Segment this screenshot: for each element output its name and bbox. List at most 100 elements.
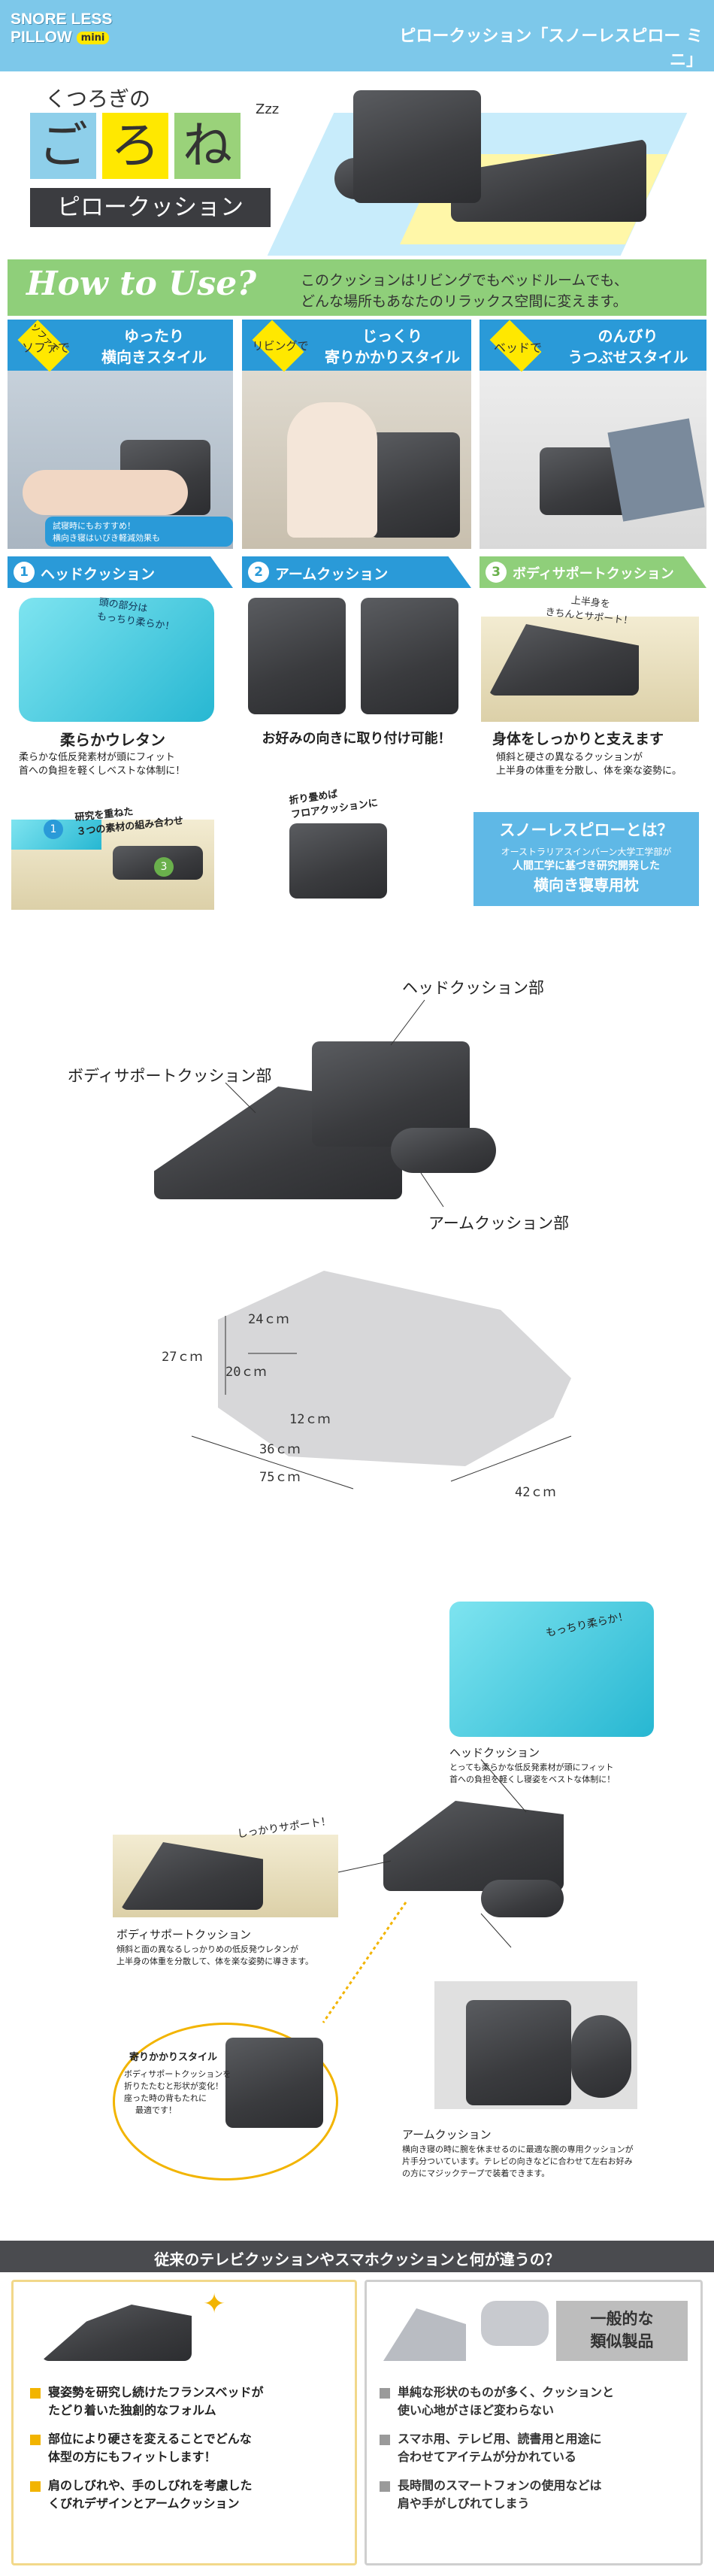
feature-lean-desc-4: 最適です！ xyxy=(135,2105,177,2115)
feature-head-desc-1: とっても柔らかな低反発素材が頭にフィット xyxy=(449,1762,614,1772)
ours-bullet-1 xyxy=(30,2387,41,2399)
feature-lean-desc-3: 座った時の背もたれに xyxy=(124,2093,207,2103)
general-badge-1: 一般的な xyxy=(590,2310,654,2328)
arm-cushion-left xyxy=(248,598,346,714)
hero-char-3: ね xyxy=(174,113,241,179)
part-num-1: 1 xyxy=(14,562,35,583)
others-3b: 肩や手がしびれてしまう xyxy=(398,2496,530,2511)
part-header-3: 3 ボディサポートクッション xyxy=(480,556,706,588)
feature-arm-photo-cushion xyxy=(466,2000,571,2105)
style-badge: 試寝時にもおすすめ！ 横向き寝はいびき軽減効果も xyxy=(45,517,233,547)
howto-desc-1: このクッションはリビングでもベッドルームでも、 xyxy=(301,272,628,289)
style-card-1: ソファで ソファで ゆったり 横向きスタイル 試寝時にもおすすめ！ 横向き寝はい… xyxy=(8,320,233,549)
dim-36: 36ｃｍ xyxy=(259,1442,301,1457)
compare-others-list: 単純な形状のものが多く、クッションと使い心地がさほど変わらない スマホ用、テレビ… xyxy=(380,2384,695,2513)
hero-kicker: くつろぎの xyxy=(45,86,151,111)
style-line2-2: 寄りかかりスタイル xyxy=(325,348,460,366)
others-item-2: スマホ用、テレビ用、読書用と用途に合わせてアイテムが分かれている xyxy=(380,2430,695,2466)
others-2b: 合わせてアイテムが分かれている xyxy=(398,2450,576,2464)
head-desc-2: 首への負担を軽くしベストな体制に！ xyxy=(19,765,186,777)
others-bullet-3 xyxy=(380,2481,390,2492)
ours-2a: 部位により硬さを変えることでどんな xyxy=(48,2432,252,2446)
part-label-2: アームクッション xyxy=(275,566,389,583)
ours-1b: たどり着いた独創的なフォルム xyxy=(48,2403,216,2417)
part-header-2: 2 アームクッション xyxy=(242,556,471,588)
others-1b: 使い心地がさほど変わらない xyxy=(398,2403,555,2417)
style-card-3: ベッドで のんびり うつぶせスタイル xyxy=(480,320,706,549)
others-1a: 単純な形状のものが多く、クッションと xyxy=(398,2385,615,2399)
feature-body-desc-2: 上半身の体重を分散して、体を楽な姿勢に導きます。 xyxy=(116,1956,314,1966)
hero-subtitle: ピロークッション xyxy=(30,188,271,227)
others-2a: スマホ用、テレビ用、読書用と用途に xyxy=(398,2432,602,2446)
ours-3a: 肩のしびれや、手のしびれを考慮した xyxy=(48,2478,253,2493)
style-line2-1: 横向きスタイル xyxy=(101,348,207,366)
compare-title: 従来のテレビクッションやスマホクッションと何が違うの？ xyxy=(154,2250,560,2268)
general-badge-2: 類似製品 xyxy=(590,2332,654,2350)
diagram-arm-cushion xyxy=(391,1128,496,1173)
compare-ours-box xyxy=(11,2280,357,2565)
snore-info-box: スノーレスピローとは？ オーストラリアスインバーン大学工学部が 人間工学に基づき… xyxy=(473,812,699,906)
part-label-1: ヘッドクッション xyxy=(41,566,156,583)
style-card-2: リビングで じっくり 寄りかかりスタイル xyxy=(242,320,471,549)
fold-cushion-image xyxy=(289,823,387,899)
compare-others-box xyxy=(365,2280,703,2565)
snore-title: スノーレスピローとは？ xyxy=(499,821,673,839)
head-heading: 柔らかウレタン xyxy=(60,731,165,749)
ours-2b: 体型の方にもフィットします！ xyxy=(48,2450,216,2464)
ours-1a: 寝姿勢を研究し続けたフランスベッドが xyxy=(48,2385,264,2399)
style-place-label-1: ソファで xyxy=(21,341,70,355)
feature-lean-desc-2: 折りたたむと形状が変化！ xyxy=(124,2081,223,2091)
diagram-label-body: ボディサポートクッション部 xyxy=(68,1067,272,1085)
feature-foam-image xyxy=(449,1602,654,1737)
hero-zzz: Zzz xyxy=(256,102,280,117)
snore-line1: オーストラリアスインバーン大学工学部が xyxy=(501,847,672,857)
diagram-leader-lines xyxy=(225,999,444,1208)
feature-arm-title: アームクッション xyxy=(402,2128,492,2141)
layer-num-3: 3 xyxy=(154,857,174,877)
brand-logo: SNORE LESS PILLOW mini xyxy=(11,11,138,60)
compare-title-bar xyxy=(0,2241,714,2272)
feature-body-desc-1: 傾斜と面の異なるしっかりめの低反発ウレタンが xyxy=(116,1944,298,1954)
dim-20: 20ｃｍ xyxy=(225,1365,267,1380)
brand-mini-badge: mini xyxy=(76,31,110,44)
others-3a: 長時間のスマートフォンの使用などは xyxy=(398,2478,602,2493)
feature-body-title: ボディサポートクッション xyxy=(116,1928,251,1941)
feature-lean-cushion xyxy=(225,2038,323,2128)
ours-item-2: 部位により硬さを変えることでどんな体型の方にもフィットします！ xyxy=(30,2430,346,2466)
layer-num-1: 1 xyxy=(44,820,63,839)
feature-arm-desc-1: 横向き寝の時に腕を休ませるのに最適な腕の専用クッションが xyxy=(402,2144,634,2154)
howto-title: How to Use? xyxy=(26,265,257,303)
ours-item-1: 寝姿勢を研究し続けたフランスベッドがたどり着いた独創的なフォルム xyxy=(30,2384,346,2420)
hero-char-2: ろ xyxy=(102,113,168,179)
hero-char-1: ご xyxy=(30,113,96,179)
dim-27: 27ｃｍ xyxy=(162,1350,203,1365)
others-bullet-2 xyxy=(380,2434,390,2445)
style-badge-2: 横向き寝はいびき軽減効果も xyxy=(53,533,160,543)
feature-center-arm xyxy=(481,1880,564,1917)
hero-title: ご ろ ね xyxy=(30,113,241,179)
part-num-3: 3 xyxy=(486,562,507,583)
feature-arm-desc-3: の方にマジックテープで装着できます。 xyxy=(402,2168,550,2178)
fold-caption: 折り畳めば フロアクッションに xyxy=(288,771,440,821)
others-item-1: 単純な形状のものが多く、クッションと使い心地がさほど変わらない xyxy=(380,2384,695,2420)
style-place-label-3: ベッドで xyxy=(493,341,542,355)
ours-bullet-2 xyxy=(30,2434,41,2445)
brand-line2: PILLOW xyxy=(11,29,72,46)
arm-heading: お好みの向きに取り付け可能！ xyxy=(262,731,452,747)
others-bullet-1 xyxy=(380,2387,390,2399)
style-badge-1: 試寝時にもおすすめ！ xyxy=(53,521,135,531)
body-heading: 身体をしっかりと支えます xyxy=(492,731,664,747)
dim-12: 12ｃｍ xyxy=(289,1412,331,1427)
ours-bullet-3 xyxy=(30,2481,41,2492)
others-item-3: 長時間のスマートフォンの使用などは肩や手がしびれてしまう xyxy=(380,2477,695,2513)
dim-42: 42ｃｍ xyxy=(515,1485,556,1500)
part-header-1: 1 ヘッドクッション xyxy=(8,556,233,588)
dim-75: 75ｃｍ xyxy=(259,1470,301,1485)
compare-ours-sparkle: ✦ xyxy=(203,2289,226,2320)
feature-arm-photo-arm xyxy=(571,2015,631,2098)
header-bar xyxy=(0,0,714,71)
compare-ours-list: 寝姿勢を研究し続けたフランスベッドがたどり着いた独創的なフォルム 部位により硬さ… xyxy=(30,2384,346,2513)
fold-text: 折り畳めば フロアクッションに xyxy=(288,789,379,821)
style-line1-3: のんびり xyxy=(598,327,658,345)
